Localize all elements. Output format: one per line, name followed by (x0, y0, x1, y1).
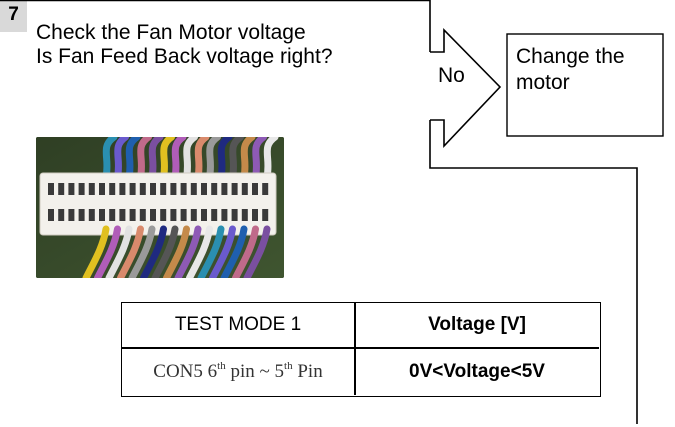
connector-pin (201, 209, 207, 221)
connector-pin (211, 209, 217, 221)
connector-pin (160, 209, 166, 221)
connector-pin (252, 183, 258, 195)
connector-pin (181, 183, 187, 195)
connector-pin (232, 209, 238, 221)
connector-pin (170, 209, 176, 221)
connector-pin (89, 183, 95, 195)
connector-pin (242, 209, 248, 221)
connector-pin (109, 209, 115, 221)
pin-text-middle: pin ~ 5 (226, 361, 284, 383)
top-border-line (0, 1, 430, 53)
connector-pin (191, 209, 197, 221)
connector-pin (48, 209, 54, 221)
action-text: Change the motor (516, 44, 625, 96)
connector-pin (242, 183, 248, 195)
connector-pin (150, 183, 156, 195)
connector-pin (68, 209, 74, 221)
table-header-voltage: Voltage [V] (355, 303, 599, 347)
connector-pin (109, 183, 115, 195)
connector-pin (181, 209, 187, 221)
connector-pin (160, 183, 166, 195)
table-header-test-mode: TEST MODE 1 (122, 303, 354, 347)
connector-pin (191, 183, 197, 195)
connector-pin (48, 183, 54, 195)
connector-pin (119, 209, 125, 221)
action-line-1: Change the (516, 44, 625, 70)
connector-pin (252, 209, 258, 221)
connector-pin (262, 183, 268, 195)
no-branch-label: No (438, 64, 465, 88)
connector-pin (58, 209, 64, 221)
action-line-2: motor (516, 70, 625, 96)
connector-pin (201, 183, 207, 195)
connector-pin (79, 183, 85, 195)
pin-text-con: CON5 6 (153, 361, 217, 383)
connector-pin (221, 209, 227, 221)
connector-pin (140, 209, 146, 221)
connector-pin (262, 209, 268, 221)
connector-housing (40, 173, 276, 235)
connector-pin (99, 209, 105, 221)
table-cell-voltage-range: 0V<Voltage<5V (355, 348, 599, 395)
connector-pin (89, 209, 95, 221)
connector-pin (130, 183, 136, 195)
connector-pin (211, 183, 217, 195)
connector-pin (79, 209, 85, 221)
connector-pin (150, 209, 156, 221)
connector-pin (140, 183, 146, 195)
connector-illustration (36, 137, 284, 278)
connector-pin (68, 183, 74, 195)
connector-pin (99, 183, 105, 195)
connector-photo (36, 137, 284, 278)
connector-pin (58, 183, 64, 195)
connector-pin (170, 183, 176, 195)
pin-text-end: Pin (293, 361, 323, 383)
connector-pin (119, 183, 125, 195)
connector-pin (130, 209, 136, 221)
connector-pin (232, 183, 238, 195)
no-arrow-shape (430, 30, 500, 146)
connector-pin (221, 183, 227, 195)
